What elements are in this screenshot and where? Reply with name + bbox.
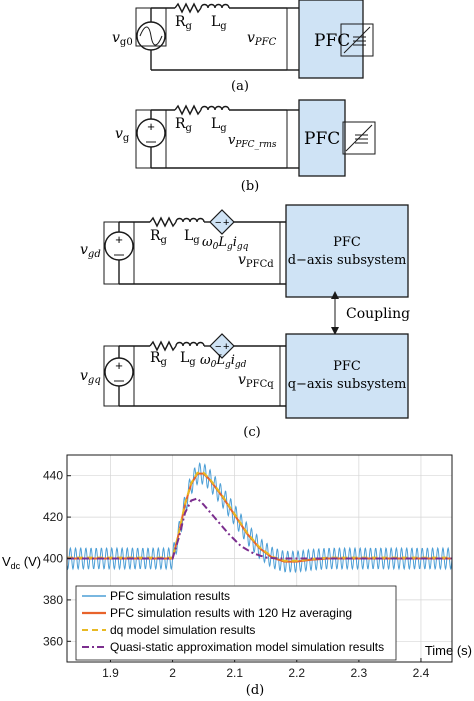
- source-d-label: vgd: [80, 242, 101, 260]
- series-group: [66, 462, 453, 574]
- legend-box: [75, 585, 397, 661]
- plus-icon: +: [147, 119, 155, 134]
- arrow-up-icon: [331, 291, 339, 299]
- y-tick-label: 360: [43, 634, 63, 648]
- pfc-q-title: PFC: [333, 359, 361, 374]
- pfc-block-a: [298, 0, 364, 79]
- inductor-q-label: Lg: [180, 350, 196, 368]
- voltage-a-label: vPFC: [247, 30, 277, 48]
- pfc-d-subtitle: d−axis subsystem: [288, 253, 407, 268]
- pfc-a-label: PFC: [314, 31, 350, 51]
- svg-text:+: +: [115, 232, 123, 247]
- inductor-q: [175, 341, 205, 347]
- y-tick-label: 440: [43, 469, 63, 483]
- pfc-b-label: PFC: [304, 129, 340, 149]
- x-tick-label: 2.2: [288, 666, 305, 680]
- converter-icon: [340, 23, 374, 57]
- resistor-a: [174, 2, 202, 14]
- arrow-down-icon: [331, 327, 339, 335]
- caption-d: (d): [246, 683, 264, 698]
- svg-text:+: +: [115, 358, 123, 373]
- svg-text:−: −: [215, 217, 221, 229]
- pfc-q-axis-block: [285, 333, 409, 419]
- ticks: 1.9 2 2.1 2.2 2.3 2.4 360 380 400 420 440: [43, 469, 430, 680]
- panel-c: + − + vgd Rg Lg ω0Lgigq vPFCd PFC d−axis…: [80, 204, 410, 440]
- x-tick-label: 1.9: [102, 666, 119, 680]
- panel-a: vg0 Rg Lg vPFC PFC (a): [112, 0, 374, 94]
- y-tick-label: 420: [43, 510, 63, 524]
- pfc-d-axis-block: [285, 204, 409, 298]
- resistor-q: [149, 340, 177, 352]
- x-axis-label: Time (s): [425, 643, 472, 658]
- svg-text:−: −: [215, 341, 221, 353]
- y-tick-label: 380: [43, 593, 63, 607]
- resistor-q-label: Rg: [150, 350, 168, 368]
- dependent-d-label: ω0Lgigq: [202, 235, 249, 252]
- resistor-b: [174, 104, 202, 116]
- svg-text:+: +: [223, 341, 229, 353]
- voltage-b-label: vPFC_rms: [228, 133, 277, 150]
- pfc-d-title: PFC: [333, 235, 361, 250]
- caption-a: (a): [231, 79, 249, 94]
- voltage-d-label: vPFCd: [238, 252, 274, 270]
- inductor-d: [175, 217, 205, 223]
- y-tick-label: 400: [43, 552, 63, 566]
- inductor-b-label: Lg: [211, 116, 227, 134]
- source-q-label: vgq: [80, 368, 101, 386]
- sine-icon: [139, 26, 163, 46]
- pfc-q-subtitle: q−axis subsystem: [288, 377, 407, 392]
- resistor-b-label: Rg: [175, 116, 193, 134]
- series-quasi-static: [67, 497, 452, 560]
- legend-label-quasi: Quasi-static approximation model simulat…: [110, 640, 384, 654]
- inductor-a-label: Lg: [211, 14, 227, 32]
- legend-label-averaged: PFC simulation results with 120 Hz avera…: [110, 606, 352, 620]
- dependent-q-label: ω0Lgigd: [200, 353, 247, 370]
- panel-b: + vg Rg Lg vPFC_rms PFC (b): [115, 99, 376, 194]
- voltage-q-label: vPFCq: [238, 372, 274, 390]
- coupling-label: Coupling: [346, 306, 410, 322]
- legend-label-dq: dq model simulation results: [110, 623, 255, 637]
- x-tick-label: 2.3: [351, 666, 368, 680]
- resistor-d-label: Rg: [150, 228, 168, 246]
- pfc-block-b: [298, 99, 346, 177]
- legend-label-pfc: PFC simulation results: [110, 589, 230, 603]
- x-tick-label: 2.4: [413, 666, 430, 680]
- y-axis-label: Vdc (V): [2, 554, 41, 571]
- source-b-label: vg: [115, 126, 130, 144]
- inductor-d-label: Lg: [184, 228, 200, 246]
- source-a-label: vg0: [112, 30, 133, 48]
- caption-c: (c): [243, 425, 260, 440]
- svg-text:+: +: [223, 217, 229, 229]
- x-tick-label: 2: [169, 666, 176, 680]
- caption-b: (b): [241, 179, 259, 194]
- resistor-d: [149, 216, 177, 228]
- dependent-source-d: [209, 209, 235, 235]
- inductor-a: [200, 3, 230, 9]
- inductor-b: [200, 105, 230, 111]
- converter-icon-b: [342, 121, 376, 155]
- resistor-a-label: Rg: [175, 14, 193, 32]
- legend: PFC simulation results PFC simulation re…: [75, 585, 397, 661]
- x-tick-label: 2.1: [226, 666, 243, 680]
